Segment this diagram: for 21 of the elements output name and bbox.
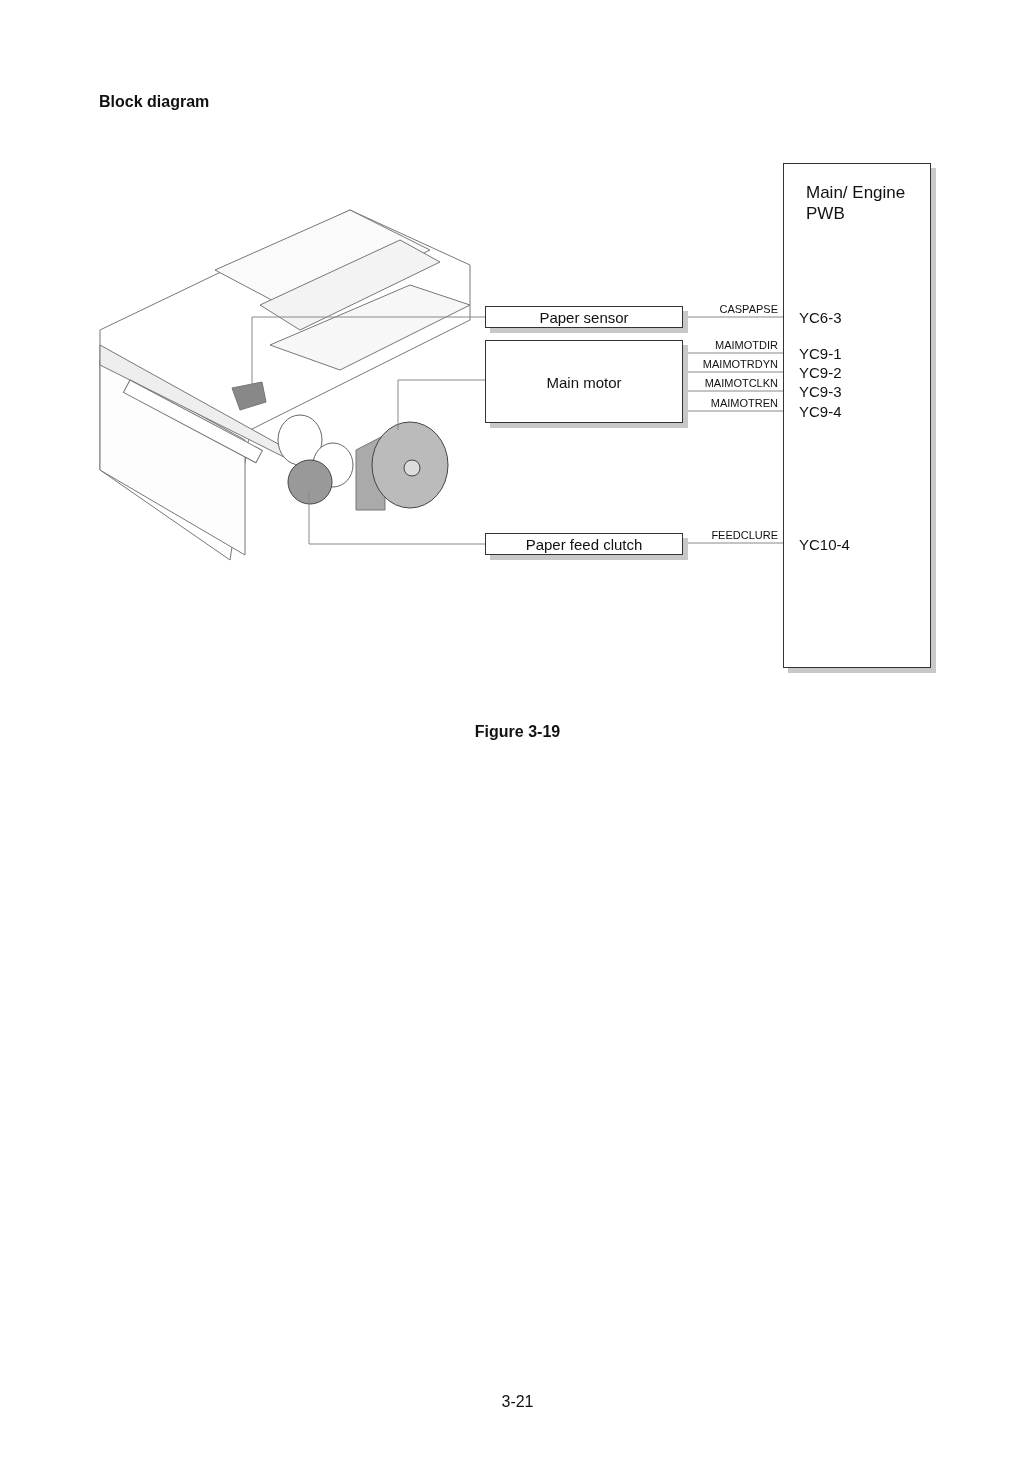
signal-name: MAIMOTCLKN (703, 377, 779, 389)
signal-name: MAIMOTRDYN (701, 358, 779, 370)
signal-name: FEEDCLURE (710, 529, 779, 541)
section-heading: Block diagram (99, 93, 210, 111)
page-number: 3-21 (500, 1393, 535, 1411)
connector-pin-label: YC9-1 (799, 345, 842, 362)
connector-pin-label: YC9-3 (799, 383, 842, 400)
component-label: Paper feed clutch (524, 536, 644, 553)
connector-pin-label: YC6-3 (799, 309, 842, 326)
leader-line (308, 489, 486, 545)
connector-pin-label: YC9-2 (799, 364, 842, 381)
signal-name: MAIMOTDIR (714, 339, 779, 351)
signal-name: MAIMOTREN (709, 397, 779, 409)
figure-caption: Figure 3-19 (473, 723, 562, 741)
leader-line (397, 379, 486, 431)
connector-pin-label: YC9-4 (799, 403, 842, 420)
connector-pin-label: YC10-4 (799, 536, 850, 553)
board-title: Main/ Engine PWB (806, 182, 907, 224)
signal-name: CASPAPSE (718, 303, 779, 315)
component-label: Main motor (545, 373, 623, 391)
component-label: Paper sensor (538, 309, 630, 326)
